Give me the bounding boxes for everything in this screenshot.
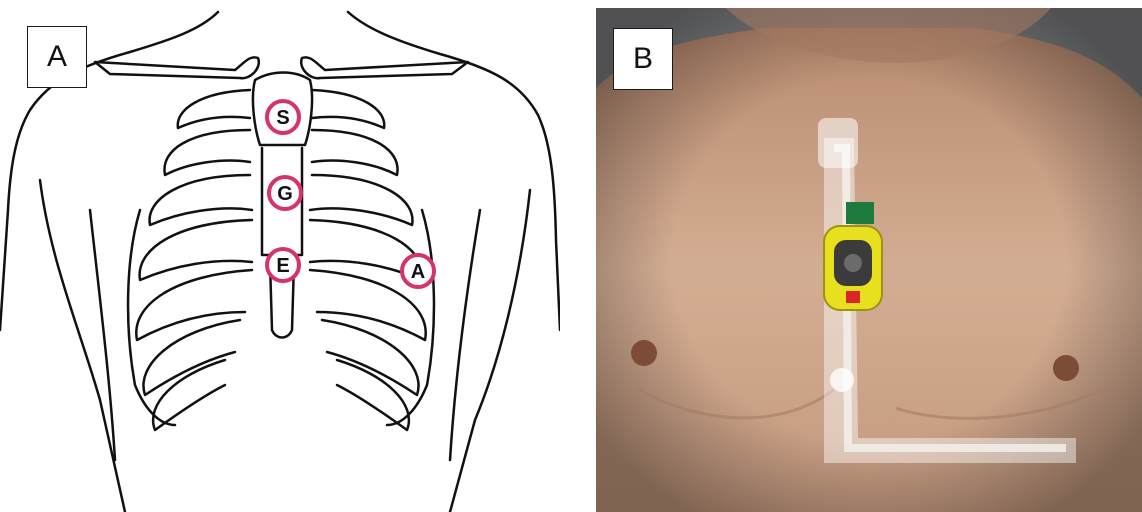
marker-g: G — [269, 177, 301, 209]
panel-b-label: B — [613, 28, 673, 90]
chest-photo-illustration — [596, 8, 1142, 512]
marker-e-label: E — [276, 255, 289, 277]
marker-a: A — [402, 255, 434, 287]
marker-s-label: S — [276, 107, 289, 129]
panel-a-diagram: S G E A A — [0, 0, 560, 512]
marker-a-label: A — [411, 261, 425, 283]
electrode-markers: S G E A — [267, 101, 434, 287]
left-nipple — [631, 340, 657, 366]
marker-e: E — [267, 249, 299, 281]
right-nipple — [1053, 355, 1079, 381]
panel-b-photo: B — [596, 8, 1142, 512]
marker-s: S — [267, 101, 299, 133]
device-logo — [846, 291, 860, 303]
panel-a-label: A — [27, 26, 87, 88]
marker-g-label: G — [277, 183, 293, 205]
